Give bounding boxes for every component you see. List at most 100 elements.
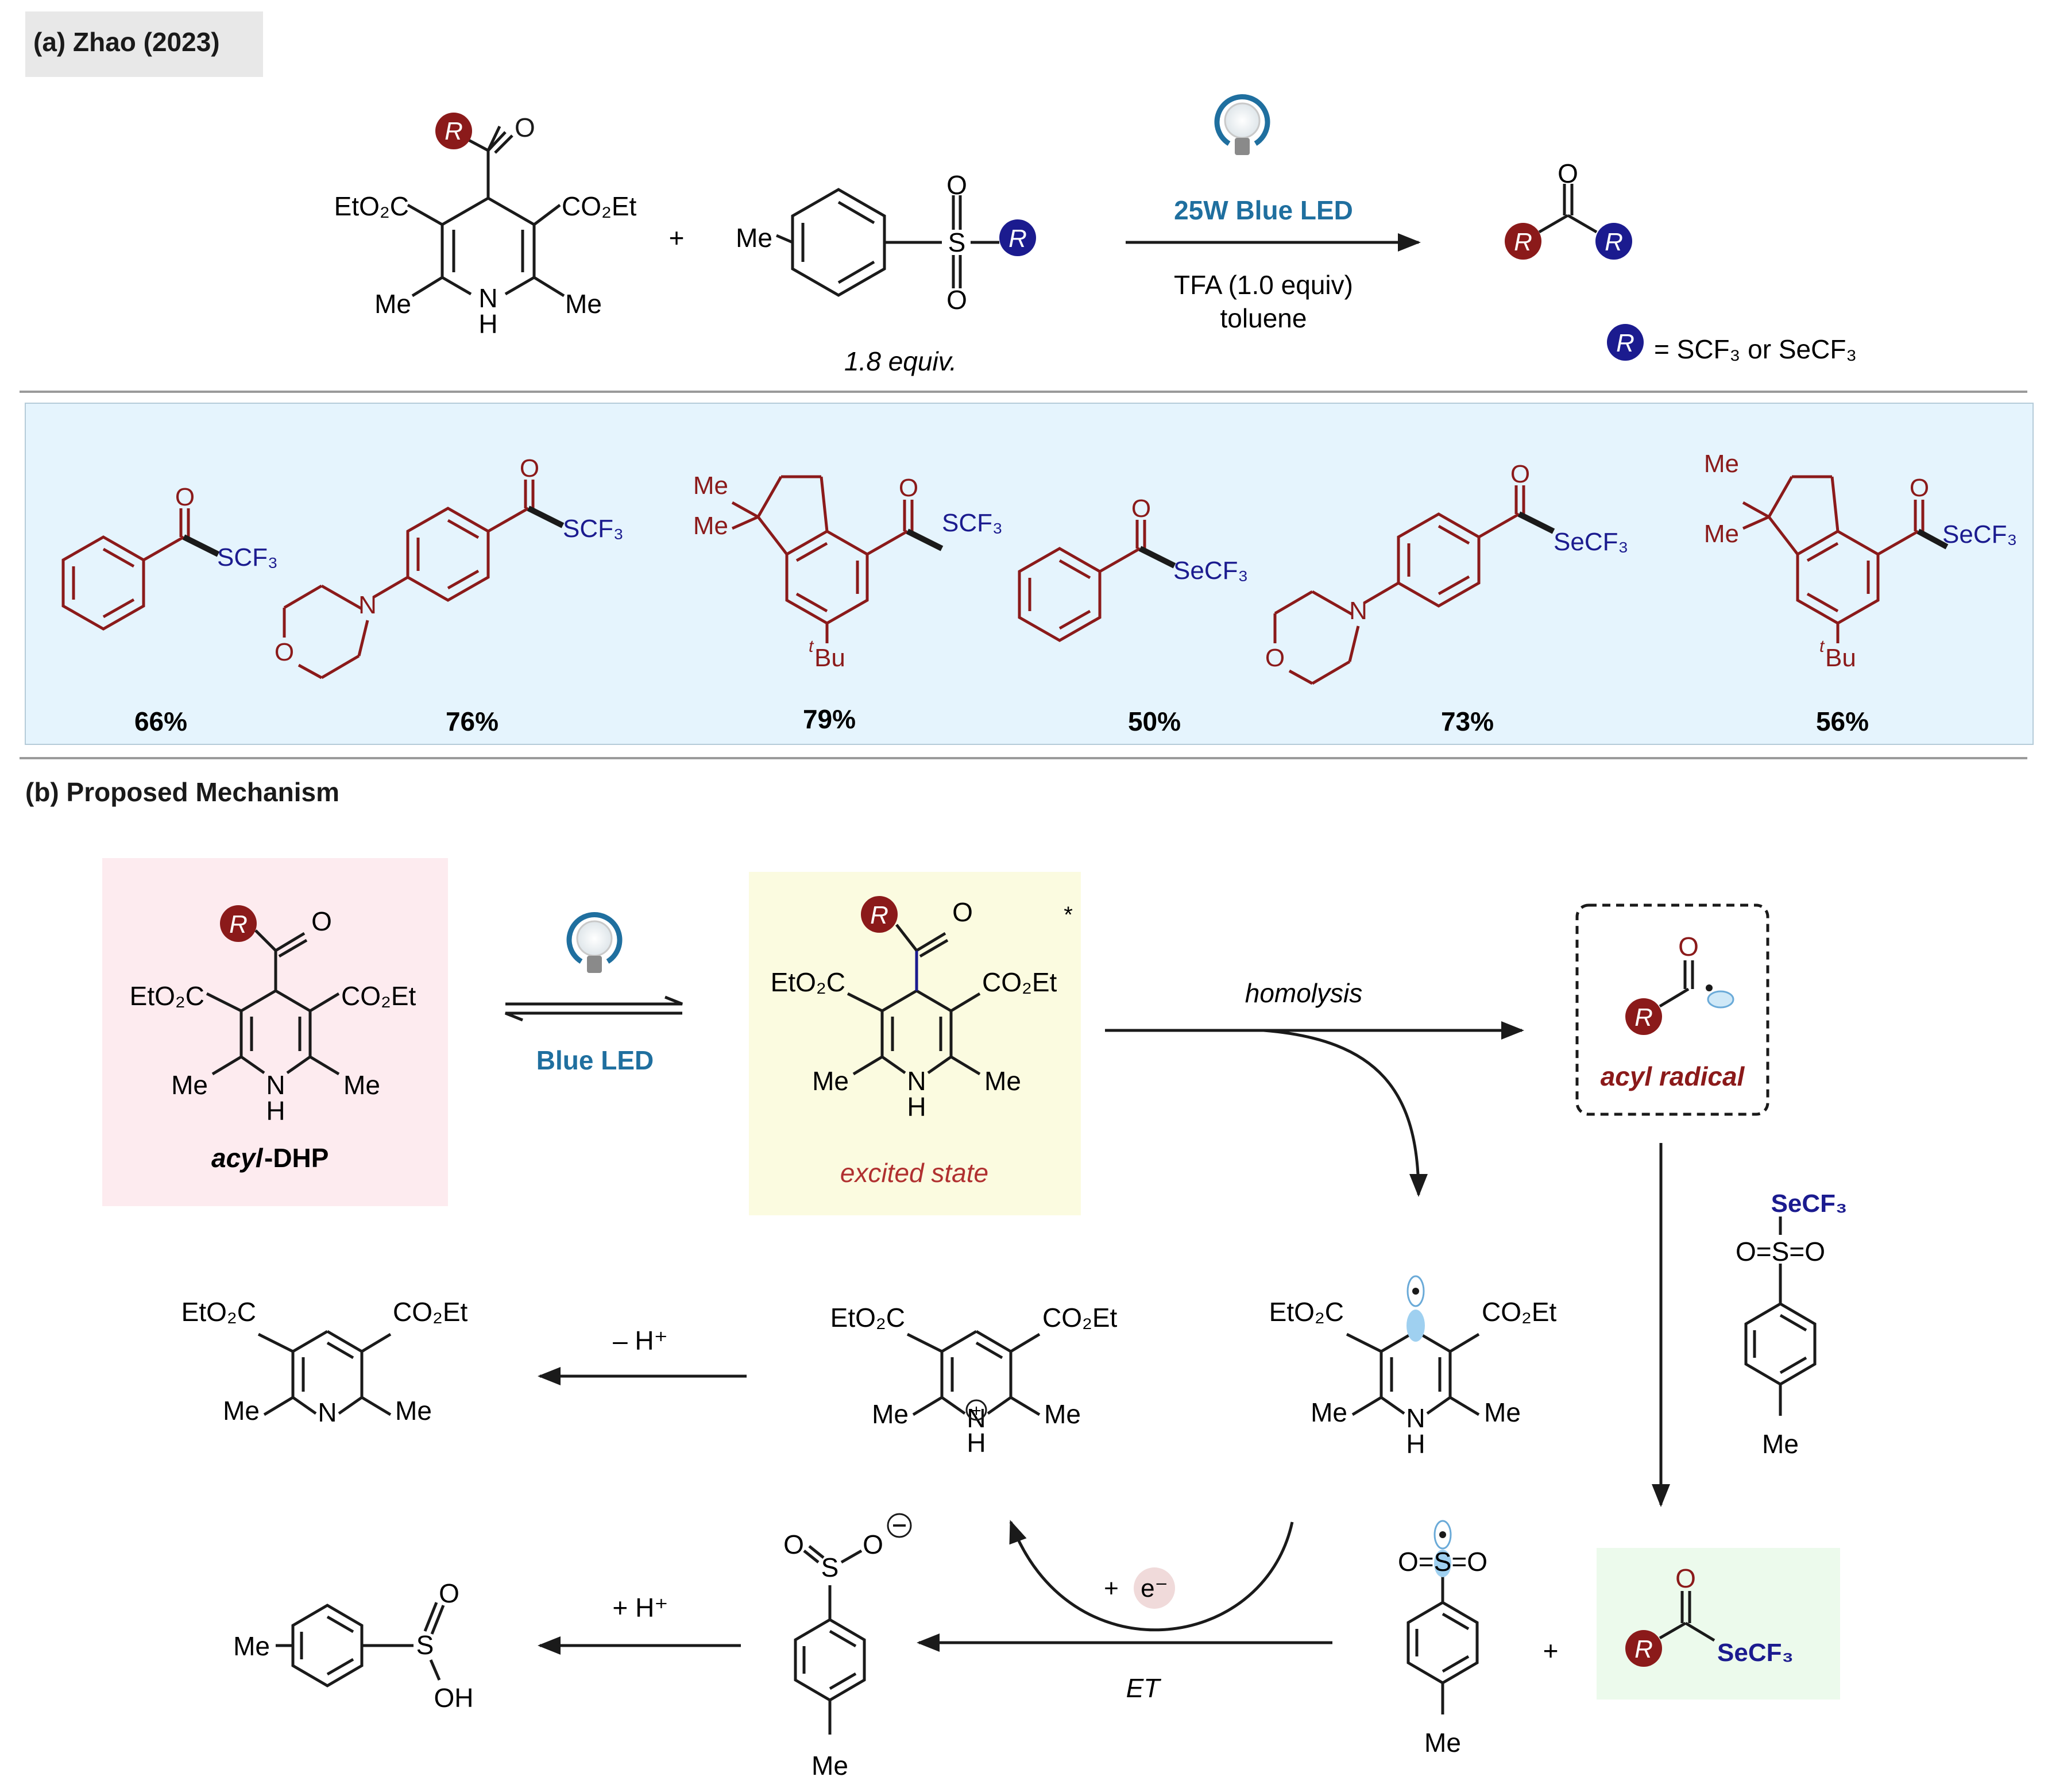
pyr-plus: + (971, 1401, 982, 1420)
homolysis-curved-arrow (1263, 1029, 1428, 1197)
et-label: ET (1126, 1673, 1162, 1703)
mech-r-bond-2 (895, 924, 918, 952)
sulfone-s: S (948, 227, 966, 257)
homolysis-label: homolysis (1245, 978, 1363, 1008)
c5-o: O (1510, 460, 1530, 488)
scope-panel (25, 403, 2034, 745)
c3-o: O (899, 474, 918, 502)
reagent-me: Me (1762, 1429, 1799, 1459)
condition-acid: TFA (1.0 equiv) (1174, 270, 1353, 300)
c3-me1: Me (693, 472, 728, 500)
pyr-h: H (967, 1428, 986, 1458)
acyl-dhp-label-italic: acyl (211, 1143, 264, 1173)
yield-1: 66% (134, 706, 187, 736)
dhp-n: N (1406, 1403, 1425, 1433)
mech-r-2: R (870, 901, 888, 929)
ester-left: EtO₂C (334, 191, 409, 221)
excited-state-box (749, 872, 1081, 1215)
sulfone-reagent (776, 188, 999, 297)
c6-o: O (1910, 474, 1929, 502)
equilibrium-forward (505, 995, 683, 1006)
equilibrium-reverse (505, 1011, 682, 1022)
sulfinic-me: Me (233, 1631, 270, 1661)
yield-6: 56% (1816, 706, 1869, 736)
tosyl-orbital-bottom (1434, 1550, 1451, 1577)
light-bulb-icon-b (566, 912, 623, 973)
scope-compound-3 (731, 475, 914, 643)
acyl-radical-box (1575, 903, 1769, 1116)
reagent-oso: O=S=O (1736, 1237, 1825, 1266)
acyl-dhp-structure (206, 932, 340, 1076)
sulfinic-o: O (439, 1578, 459, 1608)
mech-r-circle-1 (220, 905, 257, 942)
prod-o: O (1675, 1563, 1696, 1593)
yield-2: 76% (446, 706, 499, 736)
wedge-bond-4 (1138, 546, 1176, 569)
tosyl-radical (1406, 1574, 1479, 1714)
condition-solvent: toluene (1220, 303, 1307, 333)
c3-tbu-sup: t (809, 637, 814, 656)
section-a-title: (a) Zhao (2023) (33, 27, 220, 57)
sulfone-o-top: O (946, 170, 967, 200)
plus-h-label: + H⁺ (612, 1593, 668, 1623)
section-b-title: (b) Proposed Mechanism (25, 777, 339, 807)
mech-me-l-2: Me (812, 1066, 849, 1096)
reagent-secf3: SeCF₃ (1771, 1189, 1848, 1218)
tosyl-me: Me (1424, 1728, 1461, 1758)
reagent-tosyl (1744, 1216, 1817, 1416)
radical-dot (1706, 984, 1713, 991)
mech-me-r-1: Me (343, 1070, 380, 1100)
radical-r: R (1634, 1003, 1653, 1032)
c2-o: O (520, 454, 539, 482)
pyd-me-r: Me (395, 1396, 432, 1426)
section-a-header: (a) Zhao (2023) (25, 11, 263, 77)
pyd-n: N (318, 1397, 337, 1427)
scope-group-1: SCF₃ (217, 543, 278, 571)
legend-r: R (1616, 329, 1634, 357)
product-r2: R (1605, 228, 1623, 256)
mech-n-1: N (266, 1070, 285, 1100)
mech-ester-l-1: EtO₂C (130, 981, 204, 1011)
wedge-bond-6 (1916, 528, 1949, 550)
sulfone-r-label: R (1008, 225, 1027, 253)
scope-compound-4 (1018, 520, 1146, 642)
c2-morpholine-o: O (275, 638, 294, 666)
pyd-me-l: Me (223, 1396, 260, 1426)
mech-me-l-1: Me (171, 1070, 208, 1100)
mech-h-2: H (907, 1092, 926, 1122)
plus-e-sign: + (1104, 1574, 1119, 1602)
mech-me-r-2: Me (984, 1066, 1021, 1096)
c6-tbu-sup: t (1819, 637, 1825, 656)
c2-n: N (358, 591, 377, 619)
plus-sign-b: + (1543, 1636, 1559, 1666)
carbonyl-o: O (515, 113, 535, 142)
prod-secf3: SeCF₃ (1717, 1639, 1794, 1667)
c5-n: N (1349, 597, 1367, 625)
sulfinic-acid (276, 1602, 445, 1687)
dhp-me-r: Me (1484, 1397, 1521, 1427)
c6-me2: Me (1704, 520, 1739, 548)
sulfinate-me: Me (812, 1751, 848, 1781)
scope-compound-5 (1273, 485, 1525, 685)
c4-o: O (1131, 495, 1151, 523)
product-o: O (1558, 159, 1578, 188)
mech-ester-r-2: CO₂Et (982, 967, 1057, 997)
scope-compound-6 (1742, 475, 1925, 643)
sulfone-o-bottom: O (946, 285, 967, 315)
scope-group-5: SeCF₃ (1554, 528, 1628, 556)
mech-h-1: H (266, 1096, 285, 1126)
reactant-acyl-dhp-a (407, 125, 565, 298)
radical-o: O (1678, 932, 1699, 961)
pyr-ester-l: EtO₂C (830, 1303, 905, 1333)
sulfinate-o1: O (783, 1530, 804, 1559)
mech-r-bond-1 (254, 929, 277, 952)
acyl-dhp-box (102, 858, 448, 1206)
light-bulb-icon (1214, 94, 1270, 155)
scope-compound-2 (283, 480, 535, 679)
dhp-radical (1346, 1330, 1480, 1416)
dhp-h: H (1406, 1429, 1425, 1459)
ring-n: N (478, 283, 497, 313)
pyr-plus-circle (965, 1399, 987, 1421)
mech-r-circle-2 (861, 896, 898, 933)
